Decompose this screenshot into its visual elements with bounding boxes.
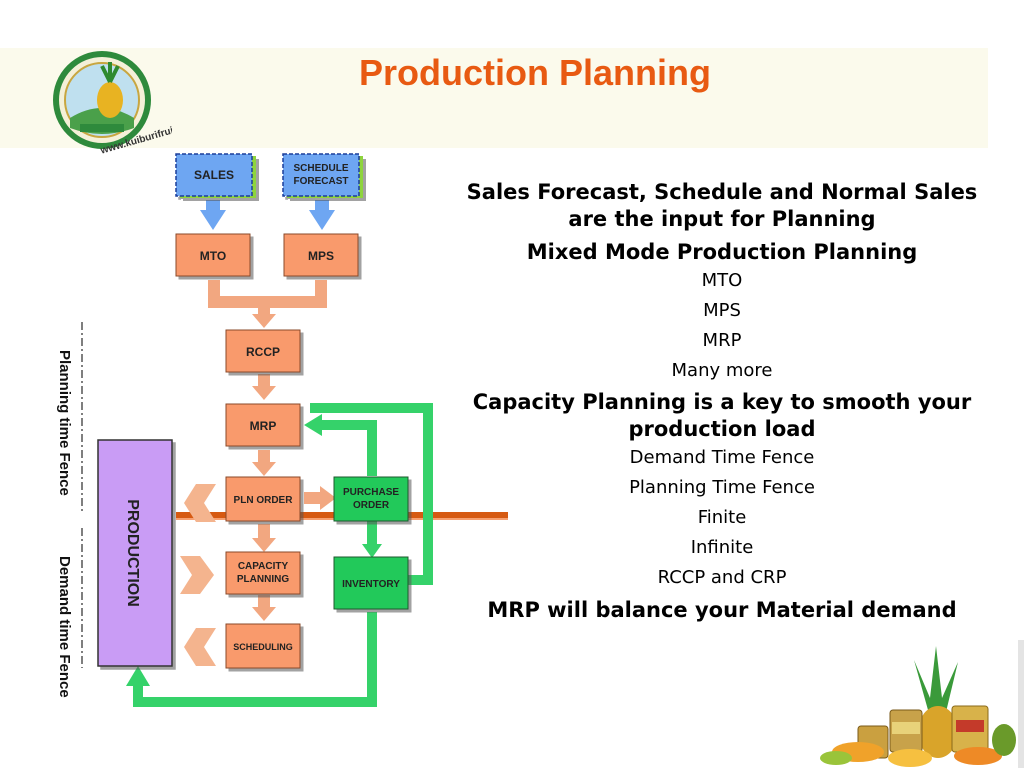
content-line: Capacity Planning is a key to smooth you… (472, 390, 972, 441)
inventory-box (333, 556, 409, 610)
pln-order-label: PLN ORDER (234, 495, 294, 506)
mps-label: MPS (308, 249, 334, 263)
content-line: RCCP and CRP (657, 567, 787, 588)
company-logo: www.kuiburifruit.co.th (53, 51, 172, 157)
schedule-forecast-box (282, 153, 360, 197)
production-box (97, 439, 173, 667)
content-line: Sales Forecast, Schedule and Normal Sale… (466, 180, 978, 231)
pineapple-icon (97, 82, 123, 118)
content-line: Demand Time Fence (629, 447, 815, 468)
production-flow-diagram: SALES SCHEDULE FORECAST MTO MPS RCCP MRP… (81, 153, 508, 707)
mto-box (175, 233, 251, 277)
content-line: MRP will balance your Material demand (487, 598, 957, 622)
sales-label: SALES (194, 168, 234, 182)
content-line: MPS (703, 300, 741, 321)
header-band (0, 48, 988, 148)
pineapple-leaves-icon (914, 646, 958, 712)
content-line: MTO (701, 270, 743, 291)
content-line: Infinite (690, 537, 754, 558)
purchase-label: PURCHASE (343, 487, 399, 498)
mrp-label: MRP (250, 419, 277, 433)
forecast-label: FORECAST (294, 176, 349, 187)
inventory-label: INVENTORY (342, 579, 400, 590)
content-line: MRP (702, 330, 742, 351)
pln-order-box (225, 476, 301, 522)
production-label: PRODUCTION (124, 499, 141, 607)
planning-time-fence-label: Planning time Fence (56, 350, 73, 496)
mps-box (283, 233, 359, 277)
page-title: Production Planning (359, 52, 711, 93)
mto-label: MTO (200, 249, 226, 263)
scheduling-box (225, 623, 301, 669)
arrow-to-mrp (304, 414, 322, 436)
schedule-label: SCHEDULE (293, 163, 348, 174)
content-line: Many more (671, 360, 773, 381)
chevrons (180, 484, 216, 666)
product-fruit-image (820, 640, 1024, 768)
sales-box (175, 153, 253, 197)
arrow-to-production (126, 666, 150, 686)
content-line: Mixed Mode Production Planning (526, 240, 918, 264)
capacity-planning-box (225, 551, 301, 595)
rccp-box (225, 329, 301, 373)
planning-label: PLANNING (237, 574, 289, 585)
capacity-label: CAPACITY (238, 561, 289, 572)
purchase-order-box (333, 476, 409, 522)
content-line: Finite (697, 507, 747, 528)
scheduling-label: SCHEDULING (233, 642, 293, 652)
content-line: Planning Time Fence (629, 477, 815, 498)
mrp-box (225, 403, 301, 447)
feedback-flows (133, 403, 433, 707)
rccp-label: RCCP (246, 345, 280, 359)
content-text: Sales Forecast, Schedule and Normal Sale… (464, 176, 980, 624)
demand-time-fence-label: Demand time Fence (56, 556, 73, 698)
order-label: ORDER (353, 500, 390, 511)
